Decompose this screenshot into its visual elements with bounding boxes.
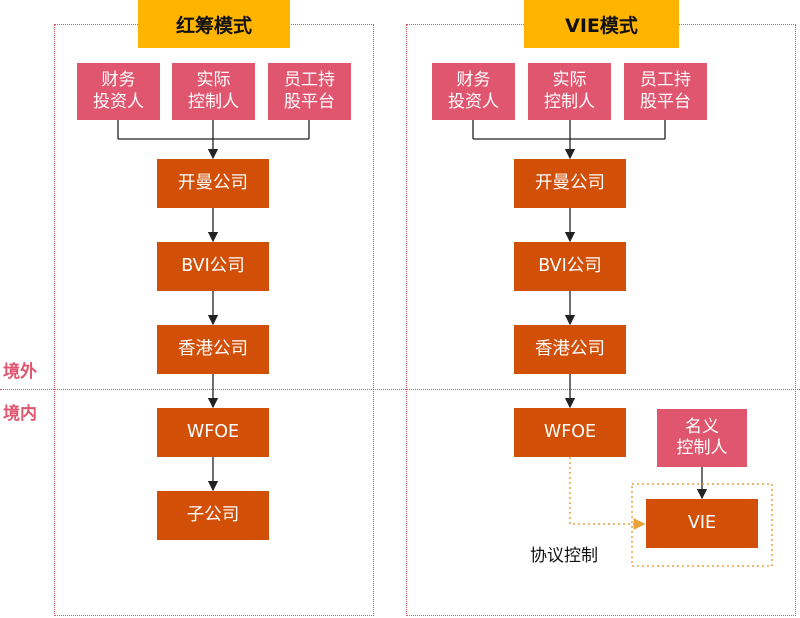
red-chip-title: 红筹模式 [138,0,290,48]
vie-financial-investor: 财务 投资人 [432,63,515,120]
red-chip-financial-investor: 财务 投资人 [77,63,160,120]
red-chip-subsidiary: 子公司 [157,491,269,540]
red-chip-bvi: BVI公司 [157,242,269,291]
vie-cayman: 开曼公司 [514,159,626,208]
red-chip-actual-controller: 实际 控制人 [172,63,255,120]
vie-entity: VIE [646,499,758,548]
red-chip-employee-platform: 员工持 股平台 [268,63,351,120]
vie-wfoe: WFOE [514,408,626,457]
vie-model-title: VIE模式 [524,0,679,48]
domestic-label: 境内 [3,404,37,424]
vie-actual-controller: 实际 控制人 [528,63,611,120]
red-chip-hongkong: 香港公司 [157,325,269,374]
border-divider [0,389,800,390]
vie-bvi: BVI公司 [514,242,626,291]
overseas-label: 境外 [3,362,37,382]
red-chip-wfoe: WFOE [157,408,269,457]
agreement-control-label: 协议控制 [530,546,598,566]
vie-employee-platform: 员工持 股平台 [624,63,707,120]
vie-hongkong: 香港公司 [514,325,626,374]
red-chip-cayman: 开曼公司 [157,159,269,208]
vie-nominee-controller: 名义 控制人 [657,409,747,467]
